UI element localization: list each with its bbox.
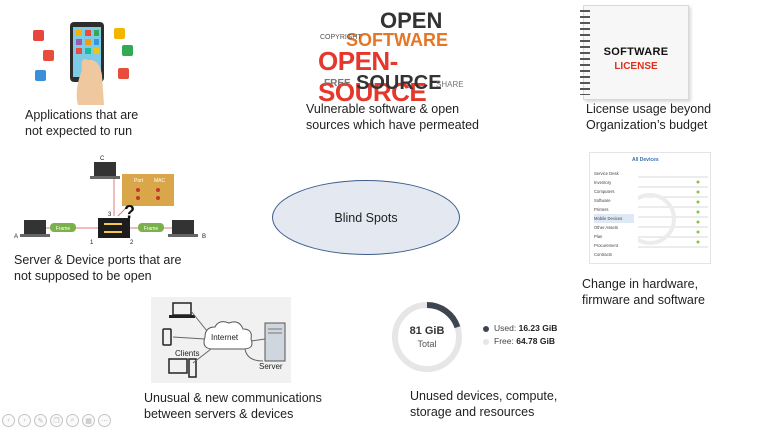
sw-menu-item: Computers	[594, 189, 615, 194]
sw-table-lines	[638, 176, 708, 248]
back-icon[interactable]: ‹	[2, 414, 15, 427]
comms-drawing	[162, 302, 286, 378]
question-mark: ?	[124, 202, 135, 222]
more-icon[interactable]: ⋯	[98, 414, 111, 427]
caption-license: License usage beyond Organization’s budg…	[586, 102, 712, 132]
node-label: C	[100, 156, 105, 162]
popup-label: Port	[134, 178, 144, 184]
donut-used-ring	[392, 302, 462, 372]
legend-free: Free: 64.78 GiB	[483, 336, 555, 346]
port-label: 2	[130, 240, 134, 246]
legend-used: Used: 16.23 GiB	[483, 323, 557, 333]
caption-open-source: Vulnerable software & open sources which…	[306, 102, 480, 132]
internet-label: Internet	[211, 333, 239, 342]
software-license-notebook: SOFTWARE LICENSE	[580, 5, 689, 100]
caption-devices: Unused devices, compute, storage and res…	[410, 389, 558, 419]
popup-label: MAC	[154, 178, 166, 184]
center-label: Blind Spots	[334, 210, 398, 225]
storage-total-value: 81 GiB	[409, 325, 445, 337]
sw-menu: Service Desk Inventory Computers Softwar…	[594, 169, 634, 259]
sw-menu-item: Mobile Devices	[594, 214, 634, 223]
sw-menu-item: Software	[594, 198, 611, 203]
frame-label: Frame	[56, 226, 71, 232]
license-subtitle: LICENSE	[614, 61, 658, 72]
copy-icon[interactable]: ❐	[50, 414, 63, 427]
sw-menu-item: Inventory	[594, 180, 612, 185]
caption-apps: Applications that are not expected to ru…	[25, 108, 139, 138]
sw-menu-item: Other Assets	[594, 225, 618, 230]
mobile-apps-illustration	[33, 22, 133, 105]
word-cloud-word: FREE	[324, 78, 351, 89]
grid-icon[interactable]: ▦	[82, 414, 95, 427]
sw-menu-item: Contracts	[594, 252, 612, 257]
communications-diagram: Internet Clients Server	[151, 297, 291, 383]
storage-total-label: Total	[417, 339, 437, 349]
port-label: 1	[90, 240, 94, 246]
caption-comms: Unusual & new communications between ser…	[144, 391, 322, 421]
sw-menu-item: Printers	[594, 207, 609, 212]
word-cloud-word: OPEN	[380, 8, 443, 33]
software-inventory-screenshot: All Devices Service Desk Inventory Compu…	[589, 152, 711, 264]
open-source-word-cloud: OPEN SOFTWARE OPEN-SOURCE SOURCE FREE CO…	[318, 8, 468, 107]
sw-menu-item: Procurement	[594, 243, 618, 248]
caption-hardware: Change in hardware, firmware and softwar…	[582, 277, 705, 307]
word-cloud-word: COPYRIGHT	[320, 34, 362, 41]
port-label: 3	[108, 212, 112, 218]
sw-menu-item: Service Desk	[594, 171, 619, 176]
node-label: B	[202, 234, 206, 240]
word-cloud-word: SHARE	[436, 80, 464, 89]
node-label: A	[14, 234, 18, 240]
forward-icon[interactable]: ›	[18, 414, 31, 427]
pen-icon[interactable]: ✎	[34, 414, 47, 427]
sw-menu-item: Plan	[594, 234, 603, 239]
free-dot	[483, 338, 489, 345]
network-ports-diagram: Frame Frame Port MAC ? A B C 1 2 3	[14, 156, 206, 246]
zoom-icon[interactable]: ⌕	[66, 414, 79, 427]
word-cloud-word: SOURCE	[356, 72, 442, 94]
blind-spots-center: Blind Spots	[272, 180, 460, 255]
storage-donut-chart	[392, 302, 462, 372]
clients-label: Clients	[175, 349, 200, 358]
license-title: SOFTWARE	[603, 46, 669, 58]
slideshow-toolbar[interactable]: ‹ › ✎ ❐ ⌕ ▦ ⋯	[2, 414, 111, 427]
used-dot	[483, 325, 489, 332]
spiral-binding	[580, 10, 590, 95]
word-cloud-main: OPEN-SOURCE	[318, 46, 427, 107]
caption-ports: Server & Device ports that are not suppo…	[14, 253, 182, 283]
frame-label: Frame	[144, 226, 159, 232]
sw-header: All Devices	[632, 157, 659, 163]
server-label: Server	[259, 362, 283, 371]
word-cloud-word: SOFTWARE	[346, 30, 448, 50]
